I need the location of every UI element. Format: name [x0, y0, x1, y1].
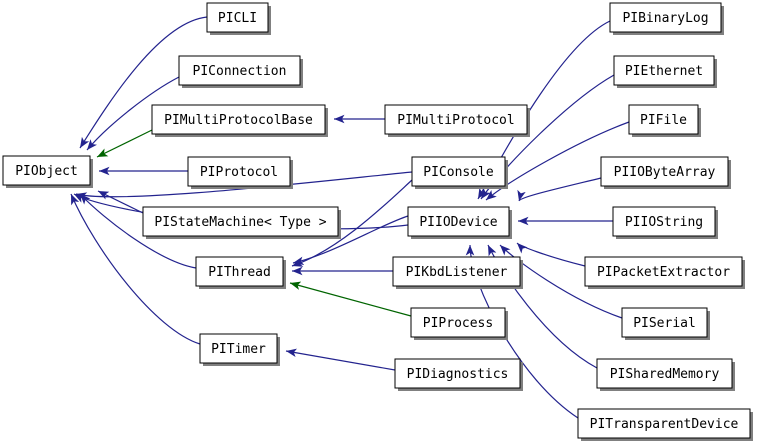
- node-label: PIObject: [15, 164, 78, 179]
- node-box[interactable]: [394, 358, 521, 389]
- node-label: PIProtocol: [200, 165, 278, 180]
- node-label: PIIODevice: [419, 215, 497, 230]
- node-box[interactable]: [151, 104, 326, 135]
- node-box[interactable]: [187, 156, 291, 187]
- edge-piiobytearray-to-piiodevice: [517, 177, 602, 202]
- node-pitimer[interactable]: PITimer: [199, 333, 280, 366]
- edge-piconsole-to-pithread: [291, 179, 413, 267]
- node-label: PIIOString: [625, 215, 703, 230]
- node-box[interactable]: [392, 256, 521, 287]
- node-label: PIPacketExtractor: [597, 265, 730, 280]
- node-pidiagnostics[interactable]: PIDiagnostics: [394, 358, 523, 391]
- node-box[interactable]: [195, 256, 284, 287]
- node-pimultiprotocol[interactable]: PIMultiProtocol: [384, 104, 530, 137]
- node-label: PISharedMemory: [610, 367, 720, 382]
- node-box[interactable]: [613, 55, 715, 86]
- node-label: PIDiagnostics: [407, 367, 509, 382]
- edge-pistatemachine-to-piobject: [97, 190, 144, 214]
- node-label: PIBinaryLog: [622, 11, 708, 26]
- node-pithread[interactable]: PIThread: [195, 256, 286, 289]
- node-box[interactable]: [407, 206, 510, 237]
- node-piiodevice[interactable]: PIIODevice: [407, 206, 512, 239]
- node-pikbdlistener[interactable]: PIKbdListener: [392, 256, 523, 289]
- node-pistatemachine[interactable]: PIStateMachine< Type >: [142, 206, 341, 239]
- node-box[interactable]: [410, 307, 506, 338]
- node-piiostring[interactable]: PIIOString: [612, 206, 718, 239]
- node-label: PIStateMachine< Type >: [154, 215, 326, 230]
- node-box[interactable]: [2, 155, 91, 186]
- node-box[interactable]: [577, 408, 751, 439]
- node-label: PIConsole: [423, 165, 494, 180]
- node-piconsole[interactable]: PIConsole: [411, 156, 508, 189]
- edge-pitimer-to-piobject: [70, 193, 201, 345]
- edge-piconnection-to-piobject: [86, 76, 180, 151]
- node-pipacketextractor[interactable]: PIPacketExtractor: [584, 256, 745, 289]
- edge-piconsole-to-piobject: [75, 171, 413, 201]
- node-pisharedmemory[interactable]: PISharedMemory: [596, 358, 735, 391]
- node-box[interactable]: [206, 2, 269, 33]
- node-box[interactable]: [584, 256, 743, 287]
- node-label: PIProcess: [423, 316, 493, 331]
- node-label: PITimer: [211, 342, 266, 357]
- node-label: PITransparentDevice: [590, 417, 739, 432]
- node-piconnection[interactable]: PIConnection: [178, 55, 303, 88]
- node-box[interactable]: [596, 358, 733, 389]
- node-piprotocol[interactable]: PIProtocol: [187, 156, 293, 189]
- node-piserial[interactable]: PISerial: [621, 307, 710, 340]
- node-box[interactable]: [178, 55, 301, 86]
- node-box[interactable]: [628, 104, 699, 135]
- node-piobject[interactable]: PIObject: [2, 155, 93, 188]
- node-box[interactable]: [612, 206, 716, 237]
- node-label: PIKbdListener: [406, 265, 508, 280]
- node-label: PIMultiProtocolBase: [164, 113, 313, 128]
- node-box[interactable]: [411, 156, 506, 187]
- node-label: PIIOByteArray: [614, 165, 716, 180]
- node-box[interactable]: [384, 104, 528, 135]
- node-box[interactable]: [609, 2, 722, 33]
- edges-layer: [70, 16, 630, 419]
- edge-pifile-to-piiodevice: [485, 121, 630, 201]
- edge-picli-to-piobject: [79, 16, 208, 149]
- edge-pidiagnostics-to-pitimer: [285, 348, 396, 371]
- node-label: PISerial: [633, 316, 696, 331]
- node-picli[interactable]: PICLI: [206, 2, 271, 35]
- edge-piiodevice-to-pithread: [292, 215, 409, 265]
- node-piprocess[interactable]: PIProcess: [410, 307, 508, 340]
- edge-piserial-to-piiodevice: [499, 244, 623, 319]
- node-box[interactable]: [199, 333, 278, 364]
- edge-pimultiprotocolbase-to-piobject: [96, 129, 153, 158]
- node-pitransparentdevice[interactable]: PITransparentDevice: [577, 408, 753, 441]
- edge-pipacketextractor-to-piiodevice: [516, 242, 586, 267]
- node-pibinarylog[interactable]: PIBinaryLog: [609, 2, 724, 35]
- node-label: PIEthernet: [625, 64, 703, 79]
- node-piiobytearray[interactable]: PIIOByteArray: [600, 156, 731, 189]
- node-label: PIConnection: [193, 64, 287, 79]
- node-box[interactable]: [621, 307, 708, 338]
- node-label: PICLI: [218, 11, 257, 26]
- edge-piprocess-to-pithread: [289, 281, 412, 317]
- node-pifile[interactable]: PIFile: [628, 104, 701, 137]
- node-label: PIMultiProtocol: [397, 113, 514, 128]
- edge-pithread-to-piobject: [79, 193, 197, 269]
- node-pimultiprotocolbase[interactable]: PIMultiProtocolBase: [151, 104, 328, 137]
- node-label: PIThread: [208, 265, 271, 280]
- node-box[interactable]: [600, 156, 729, 187]
- node-label: PIFile: [640, 113, 687, 128]
- edge-pisharedmemory-to-piiodevice: [487, 244, 598, 369]
- node-piethernet[interactable]: PIEthernet: [613, 55, 717, 88]
- node-box[interactable]: [142, 206, 339, 237]
